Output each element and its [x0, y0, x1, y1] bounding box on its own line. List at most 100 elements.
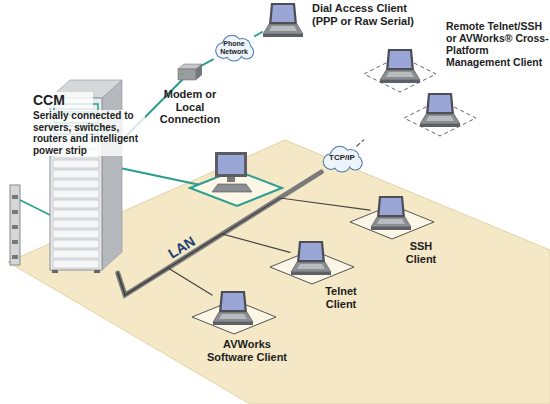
modem-led [181, 73, 183, 75]
laptop-icon [291, 241, 331, 275]
laptop-icon [371, 196, 411, 230]
rack-unit [53, 240, 99, 248]
rack-unit [53, 230, 99, 238]
laptop-keyboard [377, 219, 405, 224]
laptop-lid [377, 196, 405, 217]
laptop-screen [300, 243, 323, 260]
laptop-keyboard [426, 116, 454, 121]
lan-backbone [118, 172, 321, 295]
rack-unit [53, 170, 99, 178]
rack-foot [94, 270, 100, 273]
laptop-lid [269, 3, 297, 24]
node-caption: SSH Client [400, 240, 442, 265]
serial-cable [120, 168, 205, 186]
laptop-screen [222, 293, 245, 310]
node-caption: Modem or Local Connection [155, 88, 225, 126]
laptop-icon [262, 2, 304, 38]
rack-foot [52, 270, 58, 273]
network-link [118, 234, 290, 295]
laptop-keyboard [219, 314, 247, 319]
laptop-keyboard [297, 264, 325, 269]
rack-unit [53, 250, 99, 258]
modem-icon [178, 64, 202, 80]
laptop-icon [290, 240, 332, 276]
laptop-screen [380, 198, 403, 215]
laptop-lid [426, 93, 454, 114]
laptop-edge [371, 227, 411, 230]
serial-cable [20, 200, 50, 215]
laptop-edge [420, 124, 460, 127]
remote-clients: Remote Telnet/SSH or AVWorks® Cross-Plat… [362, 42, 477, 140]
laptop-lid [297, 241, 325, 262]
power-outlet [12, 255, 18, 259]
laptop-screen [429, 95, 452, 112]
rack-unit [53, 160, 99, 168]
rack-icon [50, 80, 122, 273]
laptop-keyboard [386, 72, 414, 77]
ccm-rack: CCMSerially connected to servers, switch… [50, 80, 122, 273]
laptop-icon [420, 93, 460, 127]
laptop-lid [386, 49, 414, 70]
laptop-edge [263, 34, 303, 37]
laptop-lid [219, 291, 247, 312]
modem-device: Modem or Local Connection [178, 64, 202, 80]
power-strip [10, 185, 20, 265]
laptop-icon [212, 290, 254, 326]
laptop-base [380, 70, 420, 80]
ssh-client: SSH Client [370, 195, 412, 231]
node-description: Serially connected to servers, switches,… [33, 110, 145, 156]
monitor-stand [227, 177, 235, 182]
rack-unit [53, 210, 99, 218]
laptop-keyboard [269, 26, 297, 31]
local-pc [190, 152, 282, 206]
cloud-icon [213, 35, 255, 61]
laptop-edge [380, 80, 420, 83]
laptop-screen [389, 51, 412, 68]
monitor-screen [218, 155, 244, 174]
node-caption: TCP/IP [320, 153, 364, 162]
phone-cloud: Phone Network [213, 35, 255, 61]
monitor-frame [215, 152, 247, 177]
tcpip-cloud: TCP/IP [320, 146, 364, 172]
power-outlet [12, 240, 18, 244]
laptop-icon [380, 49, 420, 83]
laptop-screen [272, 5, 295, 22]
avworks-client: AVWorks Software Client [212, 290, 254, 326]
rack-unit [53, 180, 99, 188]
network-link [357, 140, 364, 146]
power-outlet [12, 210, 18, 214]
node-caption: AVWorks Software Client [199, 338, 295, 363]
laptop-icon [263, 3, 303, 37]
laptop-base [291, 262, 331, 272]
laptop-icon [370, 195, 412, 231]
network-link [202, 59, 213, 65]
laptop-base [263, 24, 303, 34]
power-outlet [12, 195, 18, 199]
rack-side [102, 80, 122, 270]
node-caption: Remote Telnet/SSH or AVWorks® Cross-Plat… [446, 20, 550, 68]
power-strip-body [10, 185, 20, 265]
laptop-base [371, 217, 411, 227]
keyboard [212, 184, 252, 192]
laptop-edge [213, 322, 253, 325]
network-label: LAN [165, 233, 198, 262]
modem-front [178, 69, 196, 80]
rack-unit [53, 260, 99, 268]
rack-unit [53, 200, 99, 208]
laptop-base [420, 114, 460, 124]
laptop-base [213, 312, 253, 322]
network-link [118, 198, 370, 295]
rack-unit [53, 190, 99, 198]
telnet-client: Telnet Client [290, 240, 332, 276]
node-caption: Phone Network [213, 40, 255, 56]
node-caption: Dial Access Client (PPP or Raw Serial) [312, 2, 432, 27]
node-caption: CCM [33, 92, 93, 108]
power-outlet [12, 225, 18, 229]
laptop-icon [213, 291, 253, 325]
network-link [255, 32, 262, 36]
dial-client: Dial Access Client (PPP or Raw Serial) [262, 2, 304, 38]
node-caption: Telnet Client [320, 285, 362, 310]
